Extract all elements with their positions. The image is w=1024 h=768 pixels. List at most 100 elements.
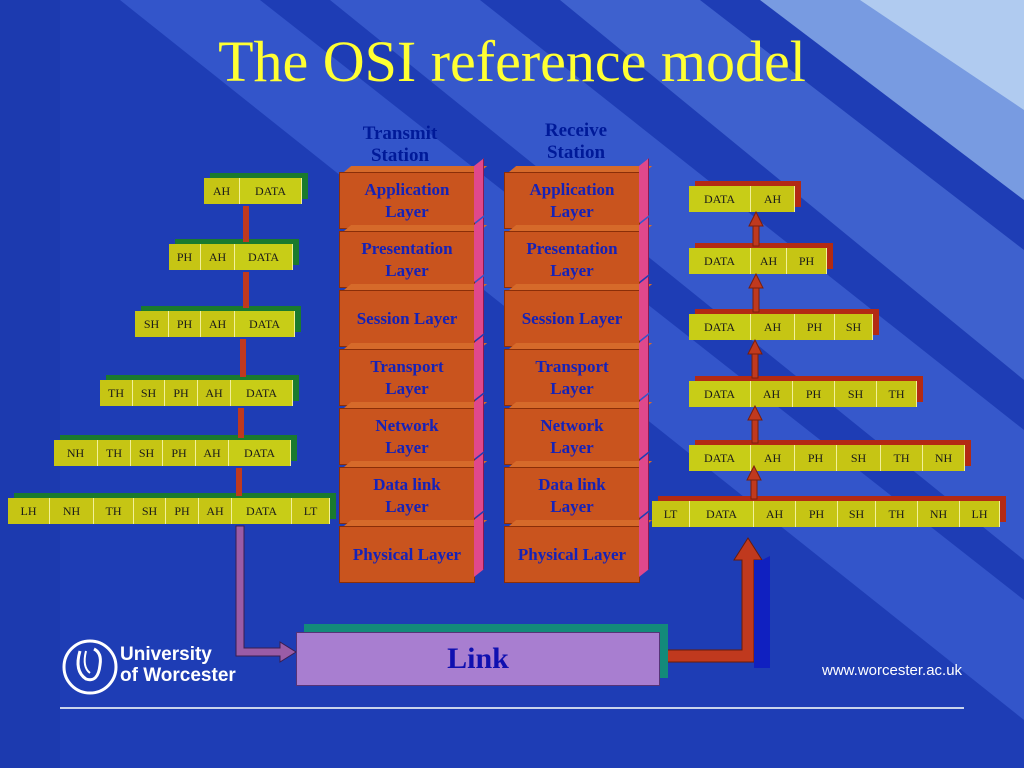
receive-up-arrow-head	[747, 404, 763, 421]
header-cell: AH	[751, 314, 795, 340]
header-cell: DATA	[232, 498, 292, 524]
header-cell: DATA	[231, 380, 293, 406]
header-cell: SH	[835, 381, 877, 407]
layer-label: Presentation Layer	[526, 238, 618, 280]
transmit-header-row-session: SH PH AH DATA	[135, 311, 295, 337]
transmit-link-arrow	[235, 525, 297, 663]
transmit-station-label: Transmit Station	[362, 123, 438, 166]
logo-line-1: University	[120, 644, 212, 665]
receive-header-row-presentation: DATA AH PH	[689, 248, 827, 274]
header-cell: PH	[795, 445, 837, 471]
header-cell: PH	[793, 381, 835, 407]
transmit-header-row-data-link: LH NH TH SH PH AH DATA LT	[8, 498, 330, 524]
header-cell: AH	[201, 244, 235, 270]
header-cell: SH	[835, 314, 873, 340]
header-cell: SH	[838, 501, 876, 527]
header-cell: SH	[133, 380, 165, 406]
layer-label: Session Layer	[356, 308, 458, 328]
layer-label: Transport Layer	[535, 356, 609, 398]
header-cell: LT	[652, 501, 690, 527]
link-box: Link	[296, 632, 660, 686]
receive-physical-layer: Physical Layer	[504, 526, 640, 583]
layer-label: Application Layer	[529, 179, 615, 221]
layer-label: Data link Layer	[538, 474, 606, 516]
header-cell: AH	[751, 248, 787, 274]
header-cell: NH	[923, 445, 965, 471]
receive-up-arrow-head	[748, 210, 764, 227]
layer-label: Transport Layer	[370, 356, 444, 398]
receive-up-arrow-head	[748, 272, 764, 289]
receive-header-row-application: DATA AH	[689, 186, 795, 212]
receive-header-row-data-link: LT DATA AH PH SH TH NH LH	[652, 501, 1000, 527]
header-cell: DATA	[689, 186, 751, 212]
footer-divider	[60, 707, 964, 709]
header-cell: AH	[204, 178, 240, 204]
header-cell: NH	[918, 501, 960, 527]
receive-application-layer: Application Layer	[504, 172, 640, 229]
header-cell: TH	[94, 498, 134, 524]
receive-header-row-network: DATA AH PH SH TH NH	[689, 445, 965, 471]
layer-label: Data link Layer	[373, 474, 441, 516]
header-cell: PH	[163, 440, 196, 466]
receive-link-arrow-shadow	[754, 556, 770, 668]
header-cell: DATA	[689, 445, 751, 471]
receive-link-arrow	[659, 537, 763, 663]
layer-label: Physical Layer	[352, 544, 462, 564]
transmit-header-row-application: AH DATA	[204, 178, 302, 204]
receive-up-arrow-head	[747, 338, 763, 355]
header-cell: PH	[796, 501, 838, 527]
transmit-layer-stack: Application Layer Presentation Layer Ses…	[339, 172, 479, 585]
header-cell: PH	[166, 498, 199, 524]
header-cell: TH	[881, 445, 923, 471]
header-cell: DATA	[229, 440, 291, 466]
header-cell: SH	[134, 498, 166, 524]
transmit-application-layer: Application Layer	[339, 172, 475, 229]
transmit-data-link-layer: Data link Layer	[339, 467, 475, 524]
receive-layer-stack: Application Layer Presentation Layer Ses…	[504, 172, 644, 585]
layer-label: Network Layer	[375, 415, 439, 457]
transmit-down-arrow	[240, 339, 246, 377]
header-cell: AH	[754, 501, 796, 527]
transmit-header-row-network: NH TH SH PH AH DATA	[54, 440, 291, 466]
header-cell: NH	[50, 498, 94, 524]
transmit-down-arrow	[243, 272, 249, 308]
header-cell: AH	[198, 380, 231, 406]
header-cell: LT	[292, 498, 330, 524]
header-cell: PH	[169, 311, 201, 337]
header-cell: PH	[787, 248, 827, 274]
header-cell: AH	[751, 445, 795, 471]
transmit-presentation-layer: Presentation Layer	[339, 231, 475, 288]
header-cell: AH	[196, 440, 229, 466]
layer-label: Application Layer	[364, 179, 450, 221]
transmit-network-layer: Network Layer	[339, 408, 475, 465]
receive-network-layer: Network Layer	[504, 408, 640, 465]
transmit-header-row-presentation: PH AH DATA	[169, 244, 293, 270]
receive-transport-layer: Transport Layer	[504, 349, 640, 406]
header-cell: DATA	[690, 501, 754, 527]
transmit-down-arrow	[243, 206, 249, 242]
layer-label: Session Layer	[521, 308, 623, 328]
layer-label: Network Layer	[540, 415, 604, 457]
slide-title: The OSI reference model	[218, 29, 806, 94]
receive-header-row-transport: DATA AH PH SH TH	[689, 381, 917, 407]
header-cell: DATA	[235, 244, 293, 270]
website-url: www.worcester.ac.uk	[822, 662, 963, 679]
receive-data-link-layer: Data link Layer	[504, 467, 640, 524]
header-cell: LH	[8, 498, 50, 524]
university-logo-icon	[62, 639, 118, 695]
header-cell: PH	[169, 244, 201, 270]
receive-header-row-session: DATA AH PH SH	[689, 314, 873, 340]
header-cell: DATA	[689, 248, 751, 274]
header-cell: SH	[837, 445, 881, 471]
header-cell: DATA	[689, 314, 751, 340]
header-cell: PH	[795, 314, 835, 340]
header-cell: NH	[54, 440, 98, 466]
header-cell: TH	[876, 501, 918, 527]
header-cell: DATA	[240, 178, 302, 204]
logo-wordmark: University of Worcester	[120, 644, 236, 686]
header-cell: SH	[135, 311, 169, 337]
header-cell: DATA	[235, 311, 295, 337]
header-cell: LH	[960, 501, 1000, 527]
transmit-header-row-transport: TH SH PH AH DATA	[100, 380, 293, 406]
